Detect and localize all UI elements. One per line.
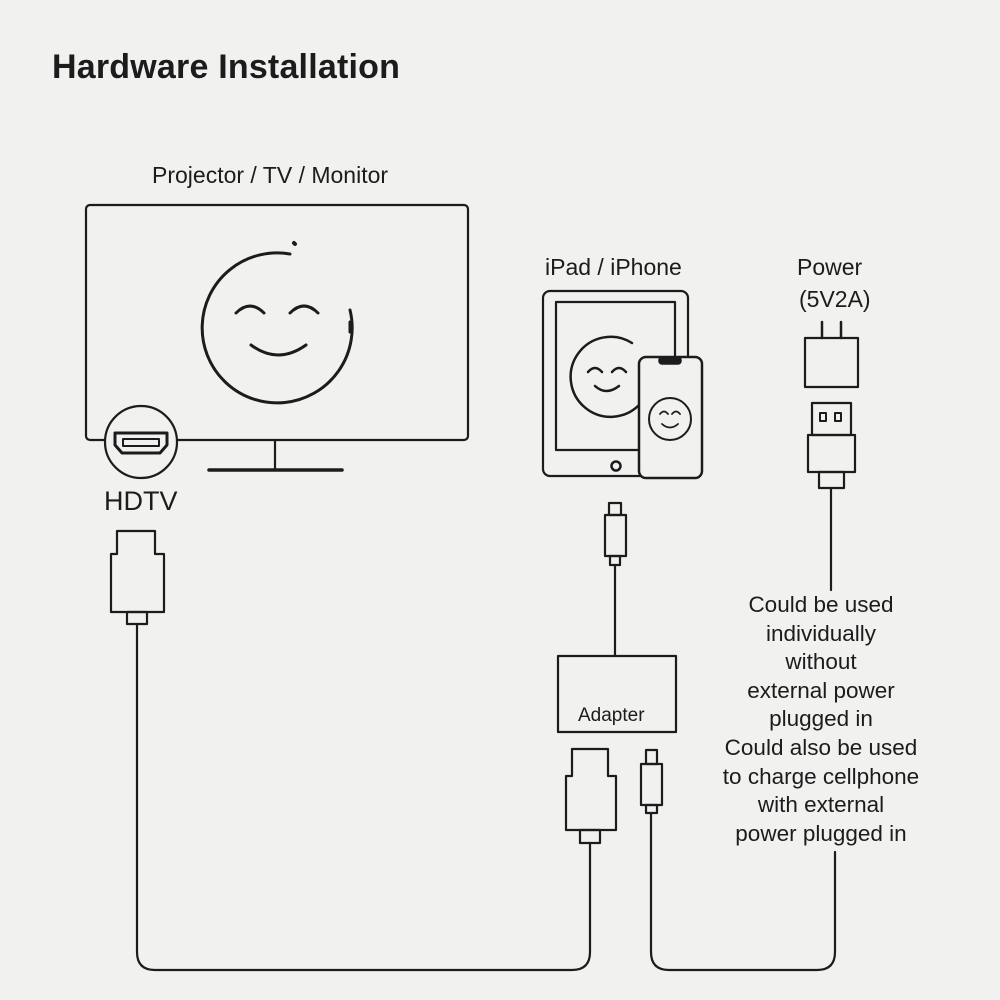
- adapter-box-icon: [556, 654, 678, 734]
- hdmi-plug-icon: [109, 529, 166, 626]
- ipad-iphone-label: iPad / iPhone: [545, 254, 682, 280]
- note-line: to charge cellphone: [722, 763, 920, 789]
- note-line: individually: [765, 620, 877, 646]
- hdmi-port-icon: [103, 404, 179, 480]
- note-line: external power: [747, 677, 895, 703]
- note-line: without: [785, 649, 857, 675]
- monitor-label: Projector / TV / Monitor: [152, 162, 389, 188]
- power-spec-label: (5V2A): [799, 286, 871, 312]
- page-title: Hardware Installation: [52, 48, 401, 86]
- cables: [135, 486, 837, 972]
- adapter-label: Adapter: [578, 705, 645, 726]
- monitor-icon: [84, 203, 470, 472]
- power-adapter-icon: [803, 320, 860, 389]
- note-line: with external: [757, 792, 885, 818]
- hdmi-plug-adapter-icon: [564, 747, 618, 845]
- hdtv-label: HDTV: [104, 486, 178, 516]
- lightning-plug-icon: [603, 501, 628, 567]
- note-line: Could be used: [748, 592, 894, 617]
- smiley-face-icon: [200, 241, 354, 405]
- note-line: Could also be used: [724, 734, 918, 760]
- note-line: plugged in: [769, 706, 873, 732]
- lightning-plug-adapter-icon: [639, 748, 664, 815]
- note-line: power plugged in: [735, 820, 907, 846]
- phone-icon: [637, 355, 704, 480]
- hdmi-cable: [135, 622, 592, 972]
- charging-cable: [649, 811, 837, 972]
- power-label: Power: [797, 254, 863, 280]
- usb-plug-icon: [806, 401, 857, 490]
- power-usage-note: Could be used individually without exter…: [706, 591, 936, 848]
